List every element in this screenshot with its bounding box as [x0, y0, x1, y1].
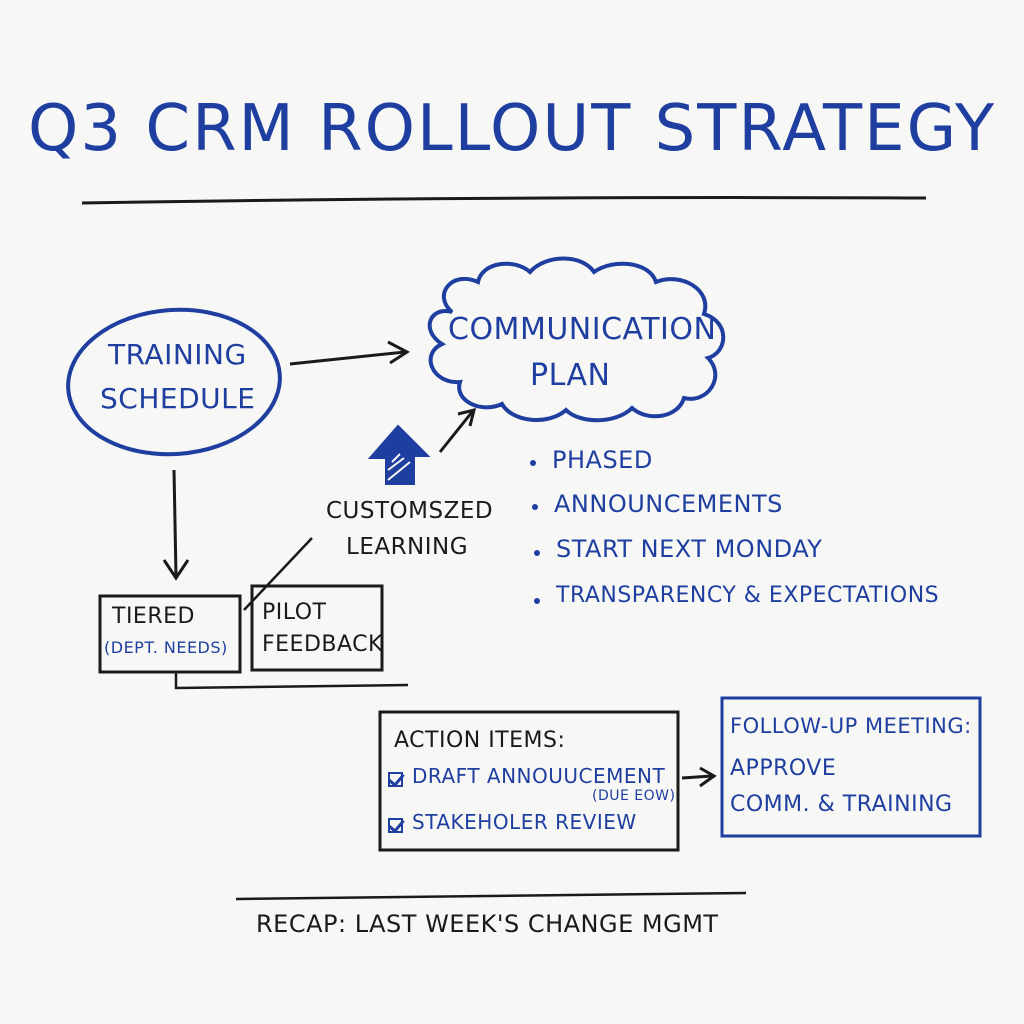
bullet-dot	[532, 504, 538, 510]
action-item-stakeholder: STAKEHOLER REVIEW	[412, 810, 637, 834]
node-training-schedule-line1: TRAINING	[108, 338, 247, 371]
plan-bullet-start: START NEXT MONDAY	[556, 535, 823, 563]
arrow-learning-to-plan	[438, 411, 474, 453]
node-customized-learning-line1: CUSTOMSZED	[326, 498, 494, 524]
plan-bullet-announcements: ANNOUNCEMENTS	[554, 490, 783, 518]
tiered-box	[98, 594, 242, 674]
action-items-heading: ACTION ITEMS:	[394, 728, 566, 753]
up-arrow-icon	[367, 424, 431, 485]
checkbox-checked-icon	[388, 772, 403, 787]
node-pilot-feedback-line2: FEEDBACK	[262, 632, 383, 657]
communication-plan-cloud	[427, 256, 726, 423]
node-communication-plan-line1: COMMUNICATION	[448, 312, 717, 347]
node-training-schedule-line2: SCHEDULE	[100, 382, 256, 415]
arrow-action-to-followup	[681, 774, 713, 780]
action-item-due-note: (DUE EOW)	[592, 788, 676, 804]
bullet-dot	[530, 460, 536, 466]
title-underline	[81, 196, 927, 205]
follow-up-line1: FOLLOW-UP MEETING:	[730, 714, 972, 738]
arrowhead-action-to-followup	[699, 766, 717, 788]
arrowhead-training-to-tiered	[162, 559, 190, 581]
arrow-training-to-plan	[289, 350, 406, 366]
bracket-line	[174, 672, 409, 690]
node-communication-plan-line2: PLAN	[530, 358, 611, 393]
training-schedule-ellipse	[66, 307, 282, 457]
recap-line	[235, 891, 747, 901]
page-title: Q3 CRM ROLLOUT STRATEGY	[27, 92, 997, 166]
checkbox-checked-icon	[388, 818, 403, 833]
bullet-dot	[534, 550, 540, 556]
bullet-dot	[534, 598, 540, 604]
action-item-draft: DRAFT ANNOUUCEMENT	[412, 764, 666, 788]
follow-up-box	[720, 696, 982, 838]
follow-up-line2: APPROVE	[730, 756, 837, 781]
follow-up-line3: COMM. & TRAINING	[730, 792, 953, 817]
recap-text: RECAP: LAST WEEK'S CHANGE MGMT	[256, 910, 719, 938]
plan-bullet-transparency: TRANSPARENCY & EXPECTATIONS	[556, 583, 940, 608]
action-items-box	[378, 710, 680, 852]
connector-learning-to-pilot	[243, 537, 313, 611]
node-customized-learning-line2: LEARNING	[346, 534, 469, 560]
node-tiered-note: (DEPT. NEEDS)	[104, 638, 228, 657]
plan-bullet-phased: PHASED	[552, 446, 653, 474]
arrow-training-to-tiered	[172, 469, 178, 577]
node-pilot-feedback-line1: PILOT	[262, 600, 327, 625]
pilot-feedback-box	[250, 584, 384, 672]
arrowhead-learning-to-plan	[457, 407, 477, 427]
node-tiered-label: TIERED	[112, 604, 195, 629]
arrowhead-training-to-plan	[387, 340, 410, 365]
